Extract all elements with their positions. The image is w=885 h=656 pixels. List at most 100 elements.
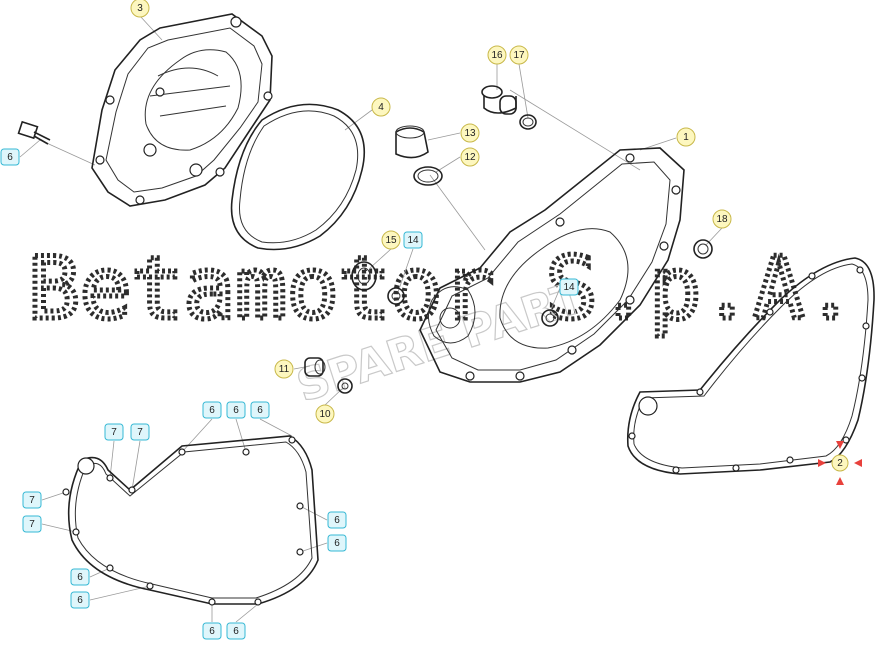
callout-10[interactable]: 10	[315, 404, 335, 424]
callout-label: 6	[7, 152, 13, 163]
callout-badge	[403, 231, 423, 249]
bolt-part[interactable]	[17, 120, 51, 145]
callout-label: 7	[29, 519, 35, 530]
crankcase-cover-part[interactable]	[419, 147, 685, 383]
callout-17[interactable]: 17	[509, 45, 529, 65]
callout-label: 6	[334, 538, 340, 549]
callout-badge	[559, 278, 579, 296]
callout-group: 3 4 16 17 13 12 1 18 15 14 14 11 10 6 6 6 6 7 7 7 7 6 6 6 6 6 6 2	[0, 0, 862, 640]
o-ring-part[interactable]	[693, 239, 713, 259]
callout-badge	[327, 511, 347, 529]
callout-badge	[130, 0, 150, 18]
callout-7[interactable]: 7	[22, 491, 42, 509]
callout-label: 6	[77, 572, 83, 583]
callout-label: 6	[209, 405, 215, 416]
callout-15[interactable]: 15	[381, 230, 401, 250]
callout-6[interactable]: 6	[226, 401, 246, 419]
callout-label: 3	[137, 3, 143, 14]
callout-label: 15	[385, 235, 397, 246]
callout-badge	[130, 423, 150, 441]
callout-badge	[315, 404, 335, 424]
callout-badge	[202, 622, 222, 640]
callout-18[interactable]: 18	[712, 209, 732, 229]
callout-badge	[250, 401, 270, 419]
callout-label: 13	[464, 128, 476, 139]
callout-label: 6	[257, 405, 263, 416]
callout-7[interactable]: 7	[130, 423, 150, 441]
callout-badge	[70, 591, 90, 609]
callout-badge	[487, 45, 507, 65]
callout-badge	[509, 45, 529, 65]
callout-label: 6	[209, 626, 215, 637]
callout-label: 17	[513, 50, 525, 61]
callout-label: 6	[233, 405, 239, 416]
callout-badge	[104, 423, 124, 441]
callout-badge	[226, 401, 246, 419]
callout-badge	[274, 359, 294, 379]
callout-badge	[460, 147, 480, 167]
callout-badge	[371, 97, 391, 117]
callout-label: 12	[464, 152, 476, 163]
callout-14[interactable]: 14	[403, 231, 423, 249]
callout-6[interactable]: 6	[250, 401, 270, 419]
callout-label: 10	[319, 409, 331, 420]
callout-4[interactable]: 4	[371, 97, 391, 117]
callout-label: 11	[279, 364, 290, 375]
callout-label: 14	[407, 235, 419, 246]
callout-1[interactable]: 1	[676, 127, 696, 147]
callout-7[interactable]: 7	[22, 515, 42, 533]
callout-6[interactable]: 6	[70, 591, 90, 609]
watermark: Betamotor S.p.A. SPARE PART	[26, 237, 859, 414]
selection-arrow-icon	[854, 459, 862, 467]
callout-7[interactable]: 7	[104, 423, 124, 441]
callout-badge	[22, 515, 42, 533]
clutch-cover-part[interactable]	[91, 13, 273, 207]
callout-6[interactable]: 6	[202, 622, 222, 640]
callout-badge	[226, 622, 246, 640]
selection-arrow-icon	[836, 441, 844, 449]
callout-6[interactable]: 6	[327, 534, 347, 552]
callout-badge	[70, 568, 90, 586]
callout-6[interactable]: 6	[70, 568, 90, 586]
callout-6[interactable]: 6	[226, 622, 246, 640]
callout-badge	[327, 534, 347, 552]
callout-label: 6	[233, 626, 239, 637]
bush-part[interactable]	[304, 357, 353, 394]
clutch-cover-gasket-part[interactable]	[62, 435, 319, 606]
callout-badge	[381, 230, 401, 250]
callout-label: 7	[111, 427, 117, 438]
callout-label: 14	[563, 282, 575, 293]
callout-label: 1	[683, 132, 689, 143]
callout-label: 2	[837, 458, 843, 469]
callout-badge	[712, 209, 732, 229]
callout-badge	[0, 148, 20, 166]
callout-2[interactable]: 2	[818, 441, 862, 485]
callout-11[interactable]: 11	[274, 359, 294, 379]
callout-6[interactable]: 6	[0, 148, 20, 166]
callout-label: 7	[29, 495, 35, 506]
callout-badge	[676, 127, 696, 147]
crankcase-gasket-part[interactable]	[626, 257, 875, 475]
callout-badge	[202, 401, 222, 419]
callout-14[interactable]: 14	[559, 278, 579, 296]
callout-label: 18	[716, 214, 728, 225]
cover-seal-part[interactable]	[230, 103, 366, 251]
selection-arrow-icon	[818, 459, 826, 467]
seal-parts[interactable]	[351, 261, 559, 327]
callout-3[interactable]: 3	[130, 0, 150, 18]
callout-6[interactable]: 6	[327, 511, 347, 529]
callout-badge	[831, 454, 849, 472]
callout-12[interactable]: 12	[460, 147, 480, 167]
callout-16[interactable]: 16	[487, 45, 507, 65]
callout-label: 6	[77, 595, 83, 606]
callout-label: 7	[137, 427, 143, 438]
callout-13[interactable]: 13	[460, 123, 480, 143]
callout-badge	[22, 491, 42, 509]
callout-label: 6	[334, 515, 340, 526]
callout-6[interactable]: 6	[202, 401, 222, 419]
oil-filler-cap-part[interactable]	[395, 125, 443, 186]
callout-label: 16	[491, 50, 503, 61]
plug-part[interactable]	[481, 85, 537, 130]
callout-label: 4	[378, 102, 384, 113]
